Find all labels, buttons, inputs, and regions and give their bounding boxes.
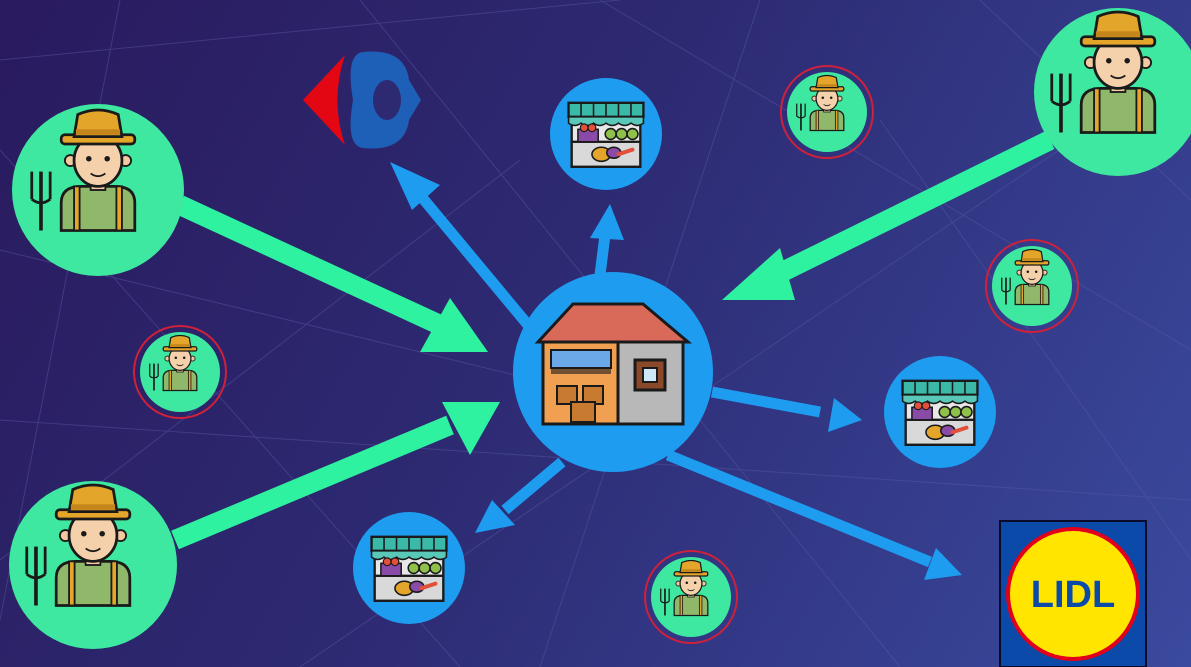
market-stall-icon [900,378,980,447]
carrefour-logo [303,51,421,149]
market-stall-right [884,356,996,468]
warehouse-hub [513,272,713,472]
distribution-arrow-stall-right [710,386,862,432]
lidl-logo-icon: LIDL [999,520,1147,667]
market-stall-icon [566,100,646,169]
farmer-bottom-left [9,481,177,649]
distribution-arrow-stall-top [590,204,624,276]
farmer-top-left [12,104,184,276]
distribution-arrow-lidl [665,449,962,580]
market-stall-bottom [353,512,465,624]
supply-arrow-top-left [175,195,488,352]
distribution-arrow-stall-bottom [475,457,566,533]
distribution-arrows [390,162,962,580]
farmer-top-right [1034,8,1191,176]
small-farmer-2 [985,239,1079,333]
market-stall-icon [369,534,449,603]
lidl-logo: LIDL [999,520,1147,667]
small-farmer-1 [780,65,874,159]
supply-arrow-bottom-left [171,402,500,550]
small-farmer-4 [644,550,738,644]
supply-arrow-top-right [722,131,1055,300]
warehouse-icon [534,302,693,426]
distribution-arrow-carrefour [390,162,533,329]
market-stall-top [550,78,662,190]
lidl-text: LIDL [1031,574,1115,616]
supply-arrows [171,131,1055,550]
small-farmer-3 [133,325,227,419]
carrefour-logo-icon [303,51,421,149]
